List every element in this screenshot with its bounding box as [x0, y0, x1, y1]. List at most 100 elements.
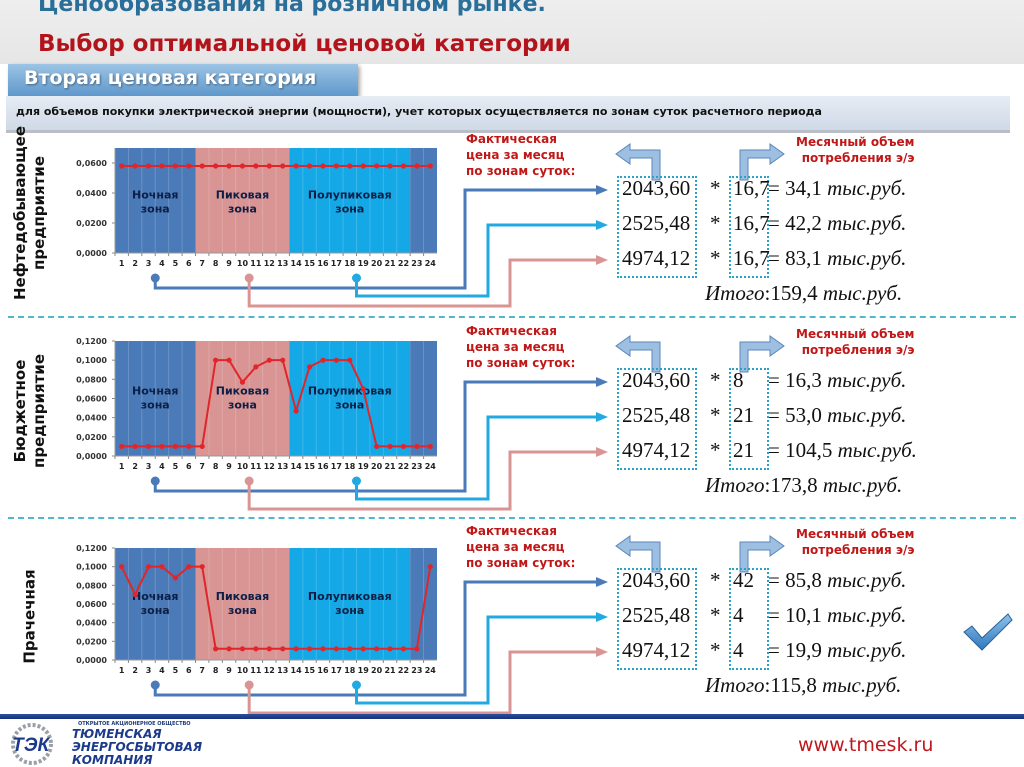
bent-arrow-left-icon [615, 143, 661, 181]
x-tick-label: 9 [226, 666, 232, 675]
zone-price-chart: НочнаязонаПиковаязонаПолупиковаязона0,00… [76, 148, 608, 308]
actual-price-label-line: по зонам суток: [466, 164, 576, 178]
website-link[interactable]: www.tmesk.ru [798, 734, 934, 756]
price-point [414, 443, 420, 450]
bent-arrow-right-icon [739, 335, 785, 373]
x-tick-label: 3 [146, 462, 152, 471]
result-value: = 19,9 тыс.руб. [768, 638, 906, 663]
price-point [226, 357, 232, 363]
price-point [360, 386, 366, 392]
price-point [266, 646, 272, 652]
x-tick-label: 4 [159, 666, 165, 675]
volume-value: 21 [733, 403, 754, 427]
x-tick-label: 14 [291, 462, 303, 471]
x-tick-label: 1 [119, 666, 125, 675]
actual-price-label-line: цена за месяц [466, 148, 565, 162]
price-point [132, 443, 138, 450]
y-tick-label: 0,0000 [76, 452, 107, 461]
x-tick-label: 4 [159, 259, 165, 268]
x-tick-label: 18 [344, 462, 356, 471]
x-tick-label: 5 [173, 666, 179, 675]
x-tick-label: 13 [277, 259, 288, 268]
price-point [360, 646, 366, 652]
x-tick-label: 10 [237, 462, 249, 471]
zone-label: Ночная [132, 590, 178, 603]
y-tick-label: 0,1200 [76, 544, 107, 553]
x-tick-label: 8 [213, 462, 219, 471]
section-divider [8, 517, 1016, 519]
price-point [199, 564, 205, 570]
x-tick-label: 1 [119, 259, 125, 268]
x-tick-label: 7 [199, 259, 205, 268]
x-tick-label: 17 [331, 462, 342, 471]
actual-price-label-line: Фактическая [466, 524, 557, 538]
x-tick-label: 23 [411, 666, 422, 675]
price-point [293, 163, 299, 169]
price-value: 2043,60 [622, 368, 691, 392]
x-tick-label: 17 [331, 259, 342, 268]
zone-connector [247, 650, 598, 715]
zone-label: зона [335, 399, 364, 412]
price-point [159, 163, 165, 169]
x-tick-label: 7 [199, 666, 205, 675]
price-value: 2525,48 [622, 603, 691, 627]
actual-price-label-line: цена за месяц [466, 540, 565, 554]
x-tick-label: 18 [344, 259, 356, 268]
price-point [239, 379, 246, 385]
x-tick-label: 18 [344, 666, 356, 675]
result-number: 10,1 [785, 603, 822, 627]
zone-connector [247, 450, 598, 511]
zone-connector [355, 223, 598, 298]
equals-sign: = [768, 246, 786, 270]
monthly-volume-label-line: Месячный объем [796, 135, 915, 149]
bent-arrows [615, 535, 785, 573]
zone-band-half [289, 548, 411, 660]
y-tick-label: 0,0000 [76, 656, 107, 665]
result-value: = 85,8 тыс.руб. [768, 568, 906, 593]
monthly-volume-label-line: Месячный объем [796, 527, 915, 541]
monthly-volume-label-line: Месячный объем [796, 327, 915, 341]
unit-label: тыс.руб. [827, 568, 907, 592]
price-point [253, 163, 259, 169]
x-tick-label: 20 [371, 666, 383, 675]
price-point [400, 646, 407, 652]
monthly-volume-label-line: потребления э/э [801, 343, 915, 357]
y-tick-label: 0,0000 [76, 249, 107, 258]
multiply-sign: * [710, 368, 721, 392]
x-tick-label: 11 [250, 259, 262, 268]
x-tick-label: 10 [237, 259, 249, 268]
multiply-sign: * [710, 176, 721, 200]
price-point [347, 646, 353, 652]
monthly-volume-label: Месячный объем потребления э/э [796, 326, 914, 358]
multiply-sign: * [710, 403, 721, 427]
total-label: Итого [705, 281, 765, 305]
price-point [306, 163, 313, 169]
price-point [400, 443, 407, 450]
zone-label: Пиковая [216, 590, 269, 603]
result-value: = 42,2 тыс.руб. [768, 211, 906, 236]
price-point [132, 163, 138, 169]
x-tick-label: 15 [304, 259, 316, 268]
price-point [266, 163, 272, 169]
y-tick-label: 0,0800 [76, 375, 107, 384]
result-value: = 16,3 тыс.руб. [768, 368, 906, 393]
connector-arrow-icon [596, 647, 608, 657]
connector-arrow-icon [596, 377, 608, 387]
monthly-volume-label-line: потребления э/э [801, 543, 915, 557]
price-point [374, 163, 380, 169]
equals-sign: = [768, 568, 786, 592]
price-point [253, 646, 259, 652]
unit-label: тыс.руб. [827, 638, 907, 662]
price-point [333, 646, 339, 652]
connector-arrow-icon [596, 185, 608, 195]
x-tick-label: 9 [226, 462, 232, 471]
price-point [266, 357, 272, 363]
price-point [293, 646, 299, 652]
connector-arrow-icon [596, 220, 608, 230]
price-point [320, 357, 326, 363]
price-point [427, 564, 433, 570]
x-tick-label: 6 [186, 259, 192, 268]
description-text: для объемов покупки электрической энерги… [16, 105, 822, 118]
company-logo-icon: ТЭК [11, 723, 53, 765]
price-value: 2525,48 [622, 211, 691, 235]
